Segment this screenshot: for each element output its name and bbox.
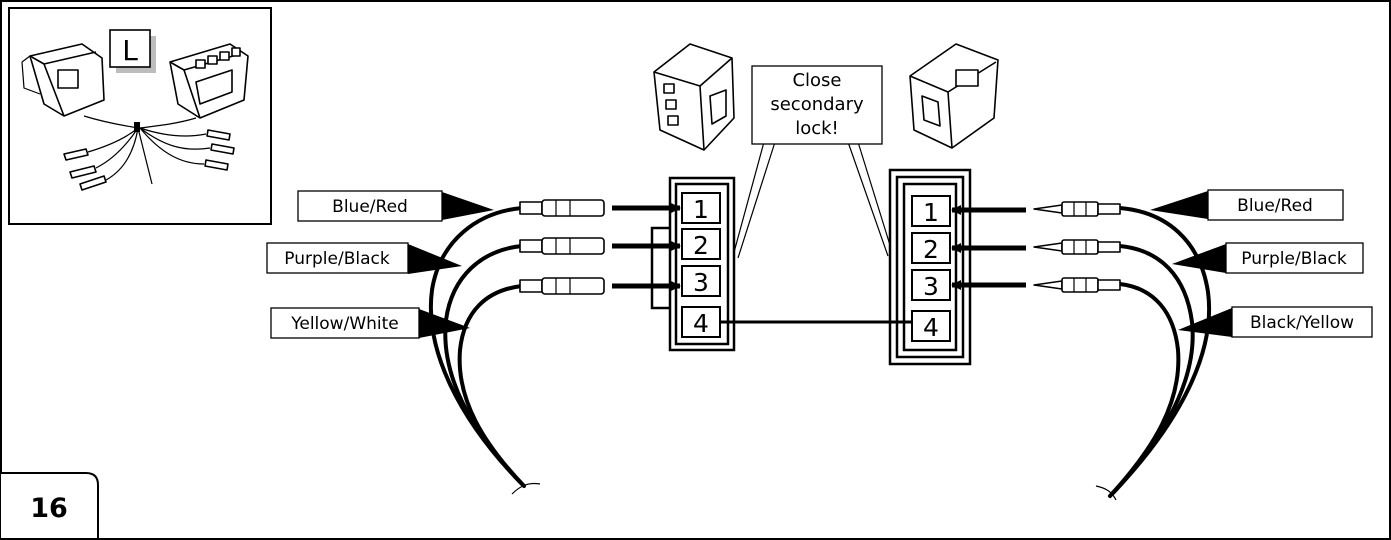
svg-text:3: 3 [693, 268, 709, 297]
left-pin-2: 2 [681, 228, 721, 260]
svg-text:2: 2 [923, 235, 939, 264]
female-connector-illustration-icon [653, 43, 735, 151]
male-connector-illustration-icon [909, 43, 999, 149]
note-line-3: lock! [795, 118, 839, 139]
svg-text:1: 1 [693, 195, 709, 224]
right-terminal-2 [1033, 239, 1121, 255]
right-wire-label-2: Purple/Black [1172, 242, 1364, 274]
left-wire-label-2: Purple/Black [266, 242, 462, 274]
inset-connector-female-icon [169, 43, 249, 119]
left-terminal-3 [519, 277, 605, 295]
left-wire-label-3: Yellow/White [270, 307, 470, 339]
svg-text:3: 3 [923, 272, 939, 301]
inset-panel: L [8, 7, 272, 225]
svg-text:Purple/Black: Purple/Black [284, 249, 390, 269]
svg-text:Yellow/White: Yellow/White [290, 314, 399, 334]
step-number-badge: 16 [1, 472, 99, 540]
left-pin-3: 3 [681, 265, 721, 297]
left-connector-pinout: 1 2 3 4 [650, 176, 736, 352]
secondary-lock-note: Close secondary lock! [732, 65, 895, 259]
svg-text:Blue/Red: Blue/Red [332, 197, 408, 217]
right-wire-label-1: Blue/Red [1150, 189, 1344, 221]
inset-letter-box [109, 29, 151, 68]
right-pin-4: 4 [911, 310, 951, 342]
svg-text:4: 4 [923, 313, 939, 342]
right-pin-1: 1 [911, 195, 951, 227]
svg-text:Purple/Black: Purple/Black [1241, 249, 1347, 269]
step-number: 16 [30, 493, 68, 524]
right-pin-3: 3 [911, 269, 951, 301]
note-line-2: secondary [770, 94, 864, 115]
right-pin-2: 2 [911, 232, 951, 264]
left-terminal-1 [519, 199, 605, 217]
left-wire-label-1: Blue/Red [297, 190, 494, 222]
left-pin-4: 4 [681, 306, 721, 338]
inset-wire-bundle [63, 115, 235, 191]
right-terminal-1 [1033, 201, 1121, 217]
svg-text:4: 4 [693, 309, 709, 338]
inset-letter: L [122, 34, 138, 67]
left-terminal-2 [519, 237, 605, 255]
svg-text:1: 1 [923, 198, 939, 227]
right-terminal-3 [1033, 277, 1121, 293]
svg-text:2: 2 [693, 231, 709, 260]
note-line-1: Close [792, 70, 841, 91]
left-pin-1: 1 [681, 192, 721, 224]
right-connector-pinout: 1 2 3 4 [888, 168, 972, 366]
right-wire-label-3: Black/Yellow [1178, 306, 1373, 338]
svg-text:Black/Yellow: Black/Yellow [1250, 313, 1354, 333]
inset-connector-male-icon [21, 43, 105, 117]
svg-text:Blue/Red: Blue/Red [1237, 196, 1313, 216]
